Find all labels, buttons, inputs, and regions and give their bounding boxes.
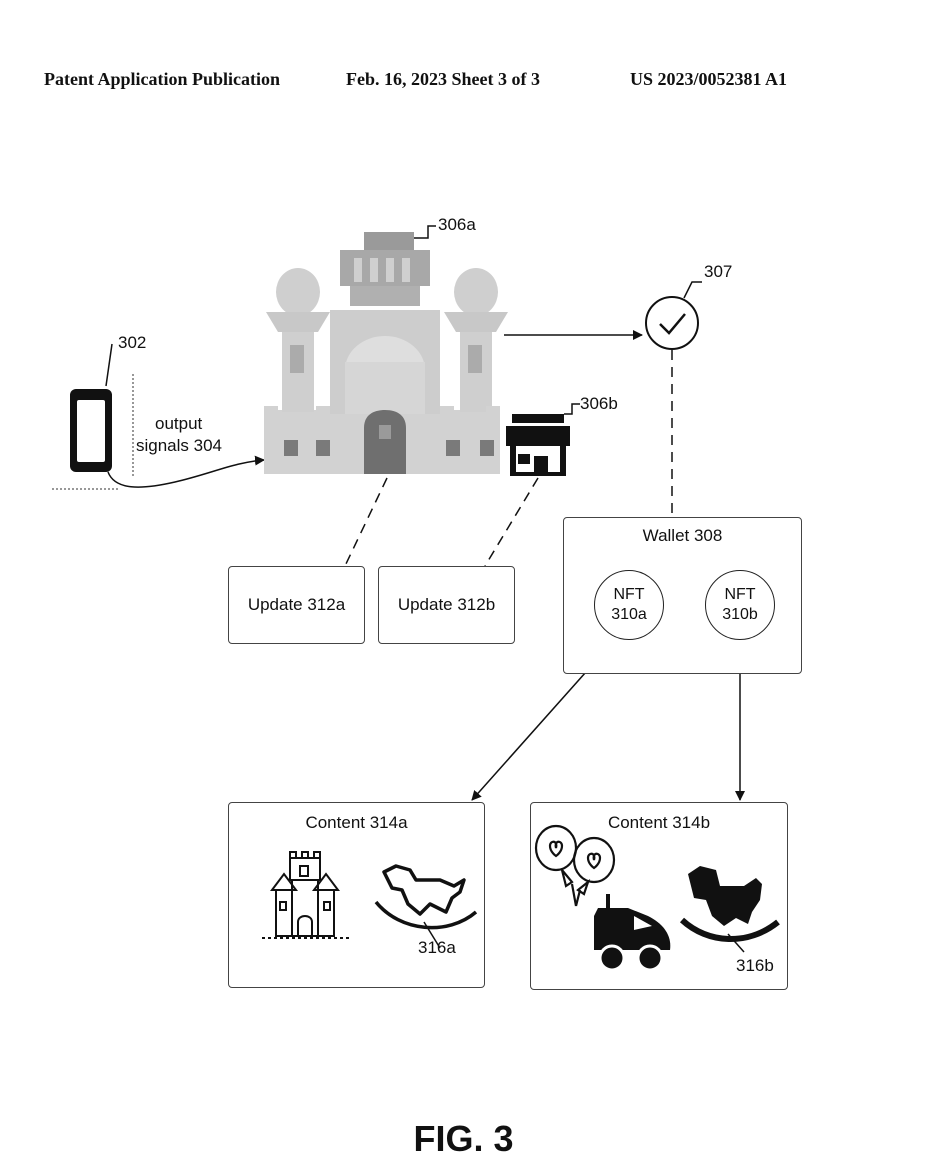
nft-310b-label-line2: 310b bbox=[722, 606, 758, 623]
nft-310a-label-line2: 310a bbox=[611, 606, 647, 623]
checkmark-icon bbox=[645, 281, 702, 350]
publication-title: Patent Application Publication bbox=[44, 69, 281, 89]
nft-310b-label-line1: NFT bbox=[724, 586, 756, 603]
output-signals-label-line1: output bbox=[155, 414, 203, 433]
update-312a-box: Update 312a bbox=[228, 566, 365, 644]
castle-icon bbox=[264, 225, 508, 474]
update-312b-label: Update 312b bbox=[397, 595, 496, 614]
content-314b-label: Content 314b bbox=[607, 813, 711, 832]
shop-to-update-dashed-line bbox=[484, 477, 539, 567]
content-castle-label: 316a bbox=[418, 938, 456, 957]
output-signal-arrow bbox=[107, 455, 265, 488]
output-signals-label-line2: signals 304 bbox=[136, 436, 223, 455]
castle-to-update-dashed-line bbox=[344, 477, 388, 567]
rocking-horse-icon bbox=[374, 864, 478, 949]
nft-310a-circle: NFT 310a bbox=[594, 570, 664, 640]
shop-label: 306b bbox=[580, 394, 618, 413]
content-horse-label: 316b bbox=[736, 956, 774, 975]
smartphone-icon bbox=[70, 343, 113, 472]
toy-car-icon bbox=[594, 894, 671, 972]
check-label: 307 bbox=[704, 262, 733, 281]
wallet-label: Wallet 308 bbox=[642, 526, 723, 545]
castle-icon bbox=[262, 851, 350, 939]
balloons-icon bbox=[534, 824, 616, 907]
content-314a-box: Content 314a bbox=[228, 802, 485, 988]
content-314b-box: Content 314b bbox=[530, 802, 788, 990]
nft-310b-circle: NFT 310b bbox=[705, 570, 775, 640]
update-312b-box: Update 312b bbox=[378, 566, 515, 644]
storefront-icon bbox=[506, 403, 580, 476]
publication-number: US 2023/0052381 A1 bbox=[630, 69, 788, 89]
figure-caption: FIG. 3 bbox=[413, 1118, 514, 1159]
rocking-horse-icon bbox=[679, 866, 780, 953]
device-label: 302 bbox=[118, 333, 147, 352]
castle-label: 306a bbox=[438, 215, 476, 234]
content-314a-label: Content 314a bbox=[305, 813, 408, 832]
nft-310a-label-line1: NFT bbox=[613, 586, 645, 603]
update-312a-label: Update 312a bbox=[247, 595, 346, 614]
publication-date-sheet: Feb. 16, 2023 Sheet 3 of 3 bbox=[346, 69, 540, 89]
